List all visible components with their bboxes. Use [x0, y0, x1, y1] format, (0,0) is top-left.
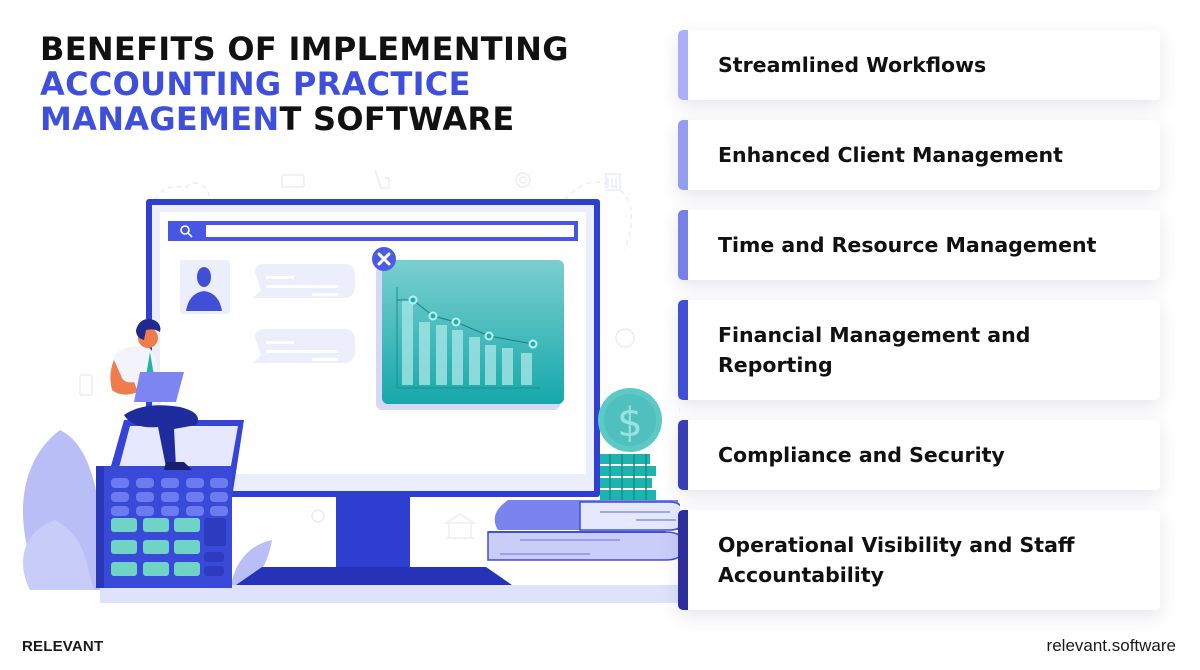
accent-bar: [678, 30, 688, 100]
background-decor-icons: [79, 169, 680, 539]
benefit-label: Compliance and Security: [718, 443, 1005, 467]
search-input-field: [206, 225, 574, 237]
benefit-card: Streamlined Workflows: [678, 30, 1160, 100]
website-url[interactable]: relevant.software: [1046, 636, 1176, 655]
benefit-label: Operational Visibility and Staff Account…: [718, 533, 1075, 587]
benefit-label: Streamlined Workflows: [718, 53, 987, 77]
search-icon: [180, 225, 193, 238]
benefit-card: Time and Resource Management: [678, 210, 1160, 280]
close-icon: [372, 247, 396, 271]
title-line-3-accent: MANAGEMEN: [40, 100, 280, 138]
benefit-label: Financial Management and Reporting: [718, 323, 1031, 377]
user-avatar-icon: [186, 267, 222, 311]
svg-text:$: $: [617, 400, 642, 446]
accent-bar: [678, 120, 688, 190]
benefit-card: Financial Management and Reporting: [678, 300, 1160, 400]
coin-stack: [600, 454, 656, 500]
benefit-label: Time and Resource Management: [718, 233, 1097, 257]
chat-bubbles: [253, 264, 355, 363]
accent-bar: [678, 300, 688, 400]
title-line-2: ACCOUNTING PRACTICE: [40, 65, 471, 103]
benefit-card: Operational Visibility and Staff Account…: [678, 510, 1160, 610]
floor: [100, 585, 680, 603]
dollar-coin-icon: $: [598, 388, 662, 452]
illustration: $: [22, 169, 680, 603]
person-with-laptop: [110, 319, 198, 470]
plant-decor: [22, 430, 272, 590]
accent-bar: [678, 420, 688, 490]
accent-bar: [678, 210, 688, 280]
benefit-card: Enhanced Client Management: [678, 120, 1160, 190]
page-title: BENEFITS OF IMPLEMENTING ACCOUNTING PRAC…: [40, 32, 569, 137]
title-line-1: BENEFITS OF IMPLEMENTING: [40, 30, 569, 68]
laptop-icon: [134, 372, 184, 402]
benefit-label: Enhanced Client Management: [718, 143, 1063, 167]
accent-bar: [678, 510, 688, 610]
books-icon: [487, 500, 680, 561]
title-line-3: MANAGEMENT SOFTWARE: [40, 102, 569, 137]
monitor: [146, 199, 600, 585]
title-line-3-rest: T SOFTWARE: [279, 100, 515, 138]
bar-chart-icon: [396, 287, 540, 389]
benefit-card: Compliance and Security: [678, 420, 1160, 490]
brand-logo: RELEVANT: [22, 638, 104, 655]
